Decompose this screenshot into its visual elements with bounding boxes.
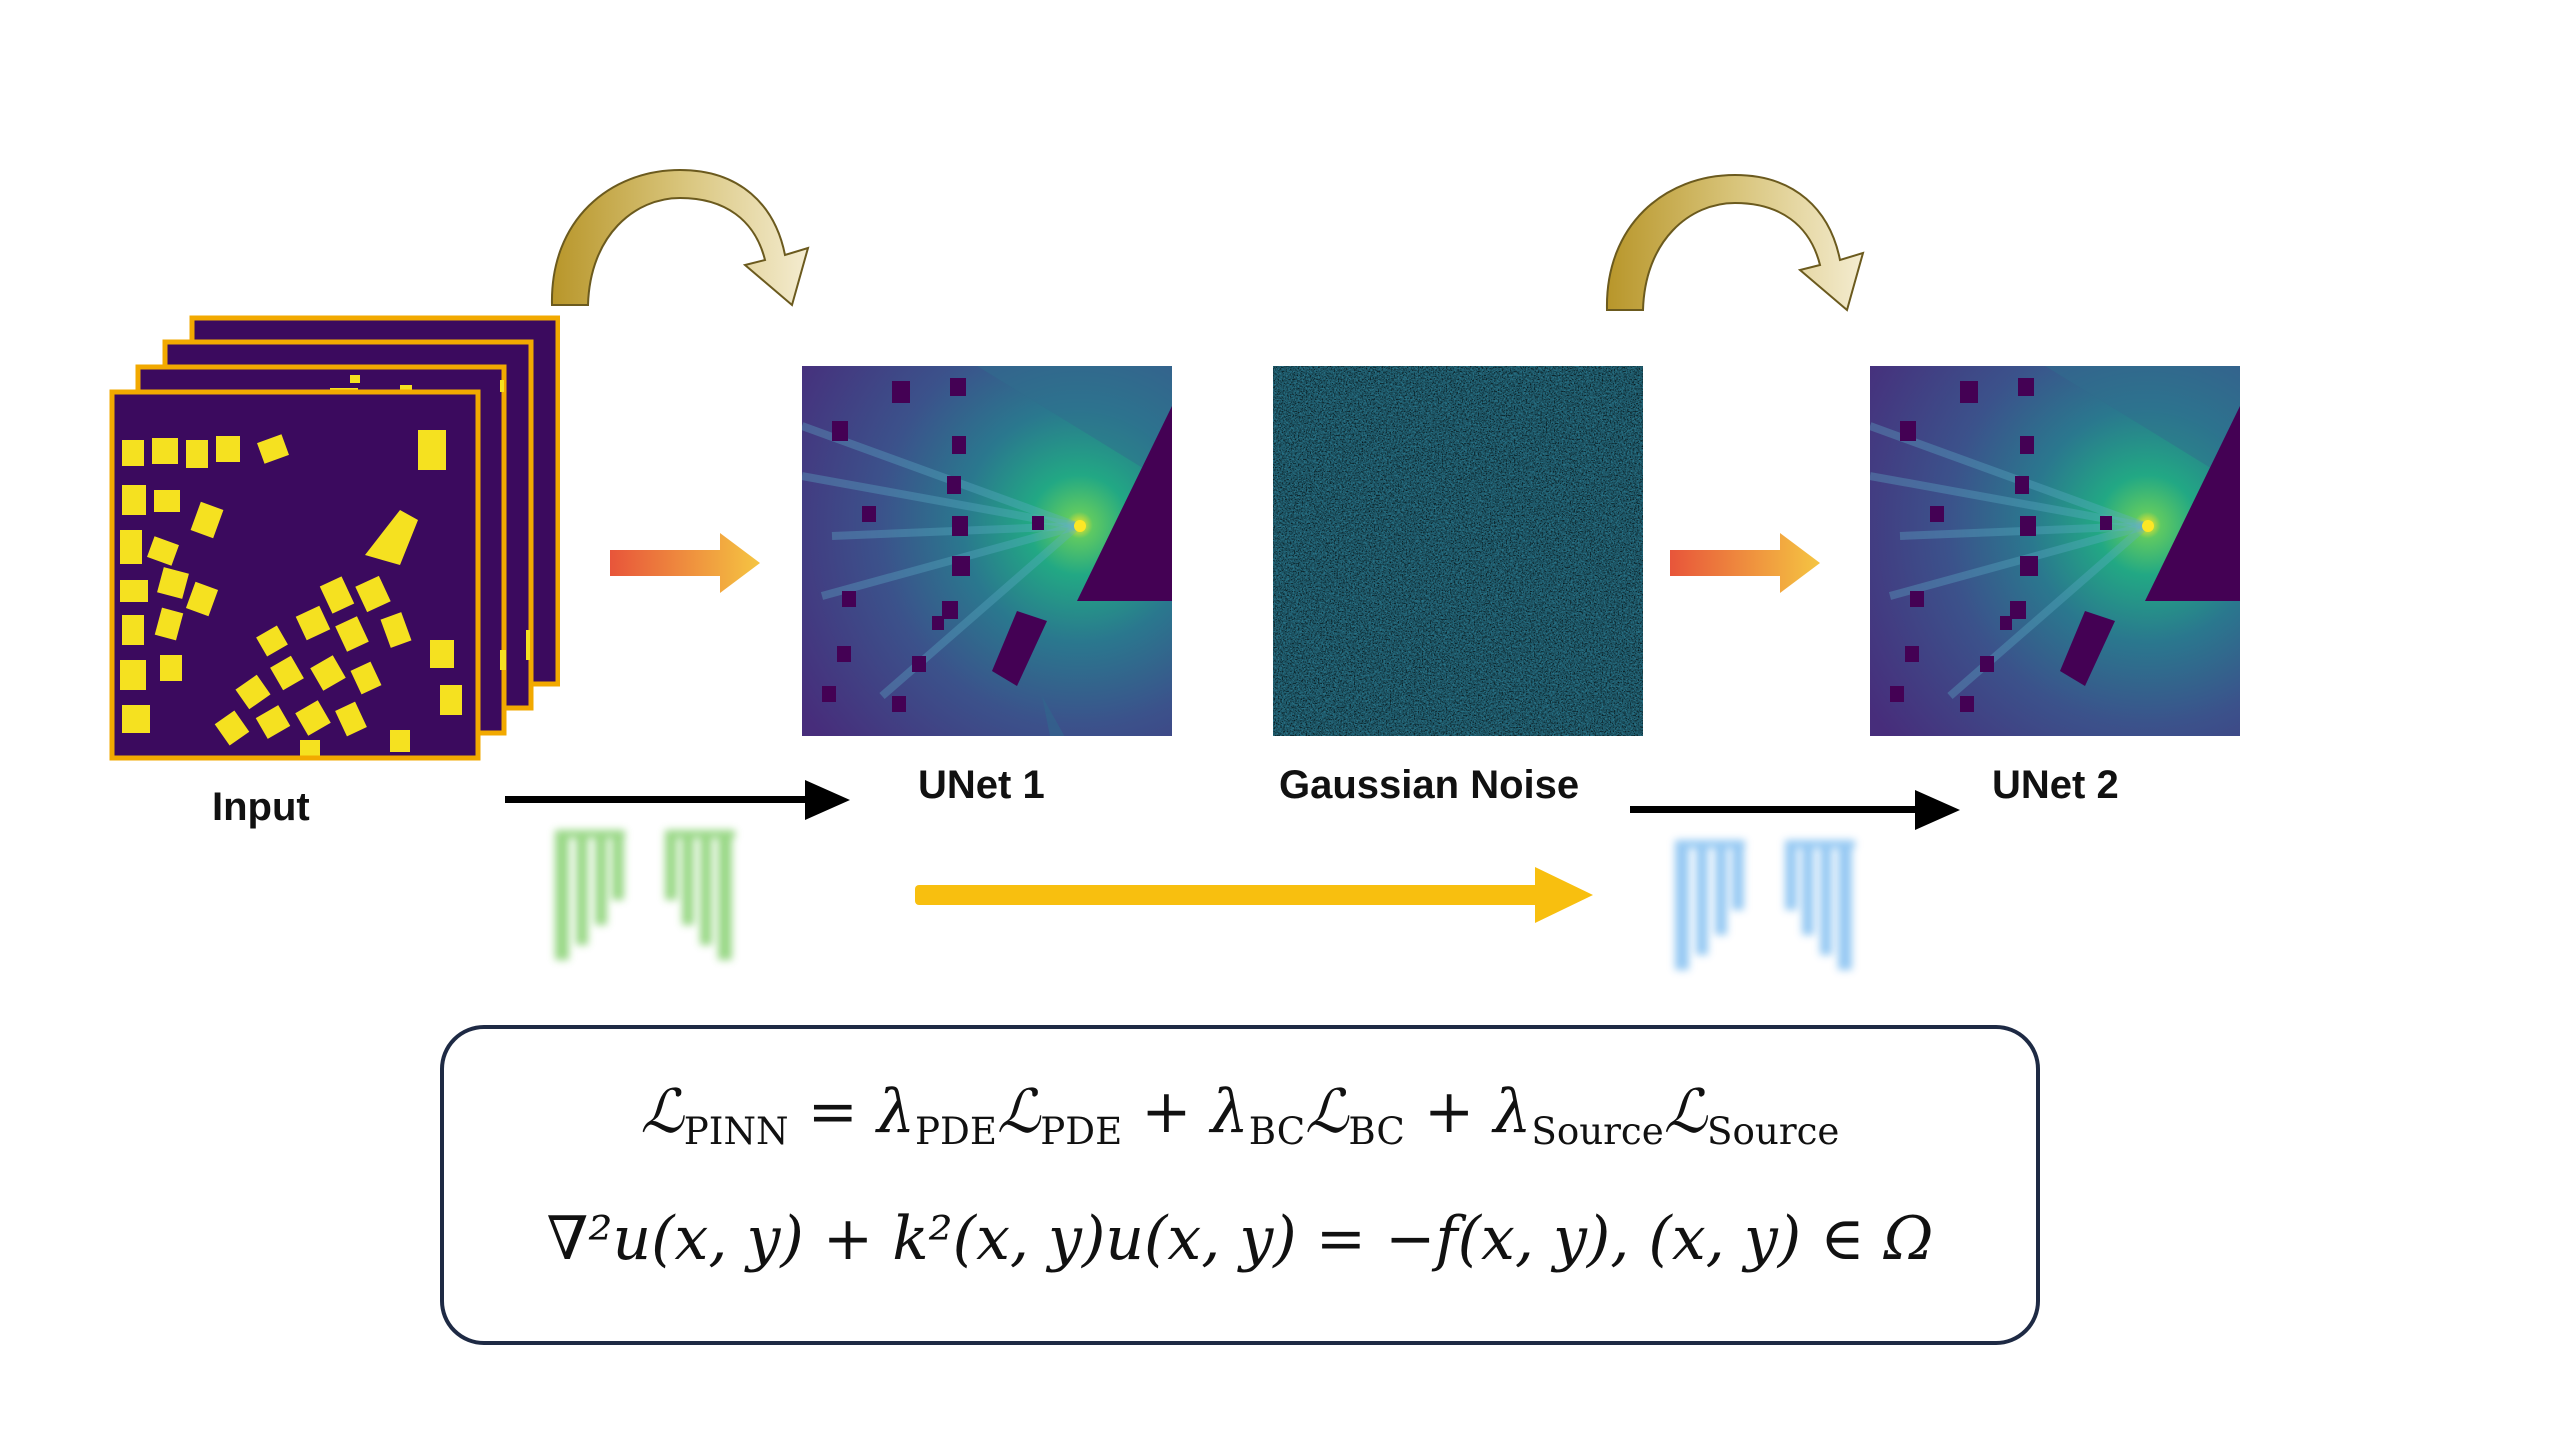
gaussian-noise-map: [1273, 366, 1643, 736]
input-label: Input: [212, 785, 310, 829]
plus-sign: +: [1141, 1077, 1192, 1147]
lambda-source: λ: [1493, 1077, 1532, 1147]
gaussian-noise-label: Gaussian Noise: [1279, 763, 1580, 807]
loss-pde-subscript: PDE: [1040, 1108, 1123, 1153]
loss-symbol: ℒ: [640, 1077, 684, 1147]
input-stack: [109, 315, 560, 761]
building-footprints: [120, 430, 462, 758]
curved-arrow-icon: [550, 168, 810, 307]
loss-subscript: PINN: [683, 1108, 789, 1153]
skip-connection-arrow: [915, 867, 1593, 923]
lambda-pde-subscript: PDE: [915, 1108, 998, 1153]
loss-pde-symbol: ℒ: [997, 1077, 1041, 1147]
unet2-output-map: [1870, 366, 2240, 736]
lambda-source-subscript: Source: [1531, 1108, 1664, 1153]
gradient-arrow-icon: [1670, 533, 1820, 593]
pinn-loss-equation: ℒPINN = λPDEℒPDE + λBCℒBC + λSourceℒSour…: [444, 1077, 2036, 1153]
lambda-pde: λ: [877, 1077, 916, 1147]
loss-formula-box: ℒPINN = λPDEℒPDE + λBCℒBC + λSourceℒSour…: [440, 1025, 2040, 1345]
lambda-bc-subscript: BC: [1248, 1108, 1306, 1153]
loss-source-symbol: ℒ: [1663, 1077, 1707, 1147]
unet-shape-icon: [555, 830, 735, 960]
curved-arrow-icon: [1605, 173, 1865, 312]
unet2-label: UNet 2: [1992, 763, 2119, 807]
black-arrow-icon: [505, 780, 850, 820]
loss-bc-subscript: BC: [1348, 1108, 1405, 1153]
plus-sign: +: [1423, 1077, 1475, 1147]
lambda-bc: λ: [1210, 1077, 1249, 1147]
unet-shape-icon: [1675, 840, 1855, 970]
gradient-arrow-icon: [610, 533, 760, 593]
unet1-output-map: [802, 366, 1172, 736]
unet1-label: UNet 1: [918, 763, 1045, 807]
loss-bc-symbol: ℒ: [1305, 1077, 1349, 1147]
equals-sign: =: [807, 1077, 858, 1147]
black-arrow-icon: [1630, 790, 1960, 830]
helmholtz-equation: ∇²u(x, y) + k²(x, y)u(x, y) = −f(x, y), …: [546, 1204, 1934, 1274]
loss-source-subscript: Source: [1707, 1108, 1840, 1153]
